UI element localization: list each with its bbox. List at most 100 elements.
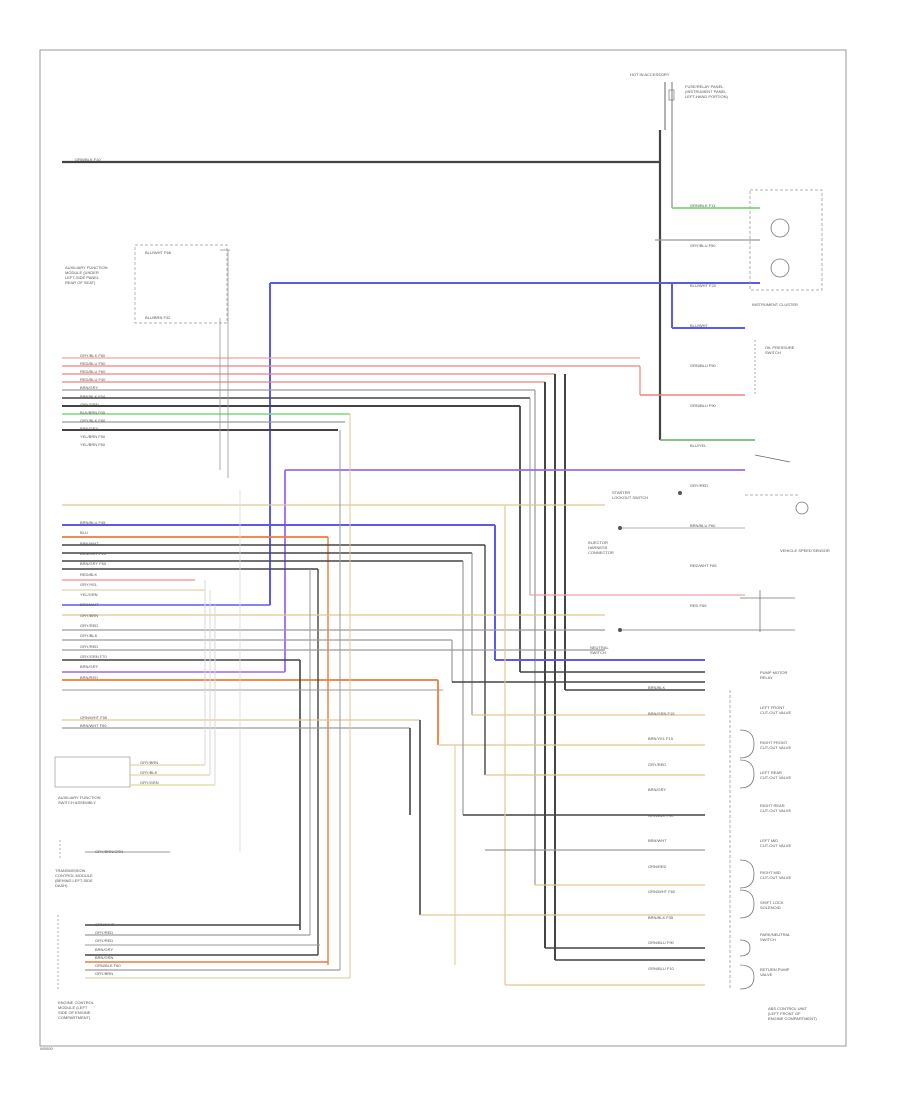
wire-label: BRN/GRY [95,946,114,952]
left-rear-valve-label: LEFT REAR CUT-OUT VALVE [760,770,792,780]
wire-label: GRN/WHT [95,922,115,927]
wire-label: BRN/GRY [80,385,99,391]
wire-label: BRN/GRN F15 [648,710,675,716]
wire-ecm-bundle [85,414,351,979]
aux-module-label: AUXILIARY FUNCTION MODULE (UNDER LEFT-SI… [65,265,108,285]
hot-fuse-feed [664,82,675,208]
tcm-wire-label: GRY/BRN/GRN [95,849,124,854]
wire-label: GRY/BLK F60 [80,353,106,358]
wire-label: GRN/BLU F90 [648,940,674,945]
wire-label: GRY/BRN [95,971,114,977]
wire-violet [62,469,745,673]
wire-blue-lower [62,524,705,661]
wire-label: GRN/BLU F90 [690,403,716,408]
wire-mid-bundle [62,544,705,955]
aux-module-box [134,244,230,478]
wire-label: GRY/BRN [140,760,159,765]
wire-label: BRN/YEL F15 [648,736,673,741]
left-mid-valve-label: LEFT MID CUT-OUT VALVE [760,838,792,848]
wire-label: GRY/GRN F70 [80,653,107,659]
wire-label: RED/BLU F50 [80,361,106,367]
footer-code: W0000 [40,1046,53,1051]
wire-label: GRY/BLK F60 [80,417,106,423]
injector-label: INJECTOR HARNESS CONNECTOR [588,540,614,555]
wire-gray-bundle [62,389,535,431]
wire-label: GRY/BRN [80,612,99,618]
wire-label: GRN/BLU F50 [690,363,716,368]
wire-label: GRY/YEL [80,581,98,587]
wire-label: GRY/RED [690,483,709,488]
ecm-label: ENGINE CONTROL MODULE (LEFT SIDE OF ENGI… [58,1000,95,1020]
wire-label: GRN/WHT F60 [648,889,676,894]
abs-module-label: ABS CONTROL UNIT (LEFT FRONT OF ENGINE C… [768,1006,817,1021]
wire-label: YEL/BRN F60 [80,442,106,448]
wire-label: BRN/RED [80,674,99,680]
wire-switch [54,580,216,788]
wire-label: GRY/GRN [140,780,159,785]
wire-label: RED/BLK [80,571,98,577]
wire-label-top-left: GRN/BLK F10 [75,157,101,162]
wire-label: BRN/GRY [80,425,99,431]
wire-ecm-verticals [454,505,705,986]
wire-label: BRN/WHT [648,838,667,843]
wire-label: BRN/BLU F60 [690,523,716,528]
wire-label: BLU/YEL [690,443,707,448]
wire-label: RED/BLU F60 [80,369,106,375]
aux-wire-label-b: BLU/BRN F32 [145,315,171,320]
wire-label: GRN/BLU F10 [648,965,674,971]
wire-label: BRN/GRY [80,664,99,670]
wire-label: GRY/RED [95,938,114,944]
wire-label: BRN/BLK F35 [648,914,674,920]
junction-box-label: FUSE/RELAY PANEL (INSTRUMENT PANEL LEFT-… [685,84,728,99]
diagram-border [39,49,847,1047]
wire-label: GRY/GRN [80,401,99,407]
shift-lock-label: SHIFT LOCK SOLENOID [760,900,784,910]
right-rear-valve-label: RIGHT REAR CUT-OUT VALVE [760,803,792,813]
wire-label: GRY/BLU F50 [690,243,716,248]
wire-label: BRN/BLK F54 [80,393,106,399]
wire-label: BLU [80,530,88,536]
speed-sensor-label: VEHICLE SPEED SENSOR [780,548,830,553]
instrument-cluster-box [749,189,823,291]
right-components [618,340,809,632]
wire-label: BLK/BRN F05 [80,409,106,415]
tcm-label: TRANSMISSION CONTROL MODULE (BEHIND LEFT… [55,868,93,888]
wire-orange [62,536,705,965]
wire-label: GRN/BLK F90 [648,812,674,818]
wire-label: BRN/WHT [80,540,99,546]
wire-label: BRN/GRN [95,954,114,960]
wire-black-top [62,130,755,441]
left-front-valve-label: LEFT FRONT CUT-OUT VALVE [760,705,792,715]
wire-label: BRN/WHT [80,602,99,608]
wire-label: GRN/BLK F11 [690,203,716,208]
wire-label: GRY/RED [95,930,114,936]
park-neutral-label: PARK/NEUTRAL SWITCH [760,932,791,942]
oil-pressure-label: OIL PRESSURE SWITCH [765,345,795,355]
wire-label: GRN/WHT F55 [80,715,108,720]
starter-lockout-label: STARTER LOCKOUT SWITCH [612,490,649,500]
wire-label: GRY/RED [648,761,667,767]
wire-label: BRN/GRY F25 [80,550,107,556]
wire-label: BRN/GRY [648,787,667,792]
wire-label: GRY/BLK [80,633,98,639]
wire-long-verticals [519,374,745,961]
wire-label: YEL/BRN F50 [80,434,106,439]
wire-lower-pair [62,719,705,916]
right-mid-valve-label: RIGHT MID CUT-OUT VALVE [760,870,792,880]
return-pump-label: RETURN PUMP VALVE [760,967,790,977]
wire-label: GRN/RED [648,863,667,869]
wire-label: BRN/BLK [648,685,666,690]
wire-label: GRN/BLK F60 [95,963,121,968]
wire-label: RED/WHT F65 [690,563,717,568]
wire-label: RED/BLU F40 [80,377,106,383]
wire-label: BLU/WHT F20 [690,283,716,288]
hot-label: HOT IN ACCESSORY [630,72,670,77]
wire-label: GRY/BLK [140,770,158,775]
wire-label: BRN/GRY F60 [80,561,107,567]
wire-label: RED F65 [690,603,707,608]
right-front-valve-label: RIGHT FRONT CUT-OUT VALVE [760,740,792,750]
wire-blue-upper [62,282,760,606]
wire-label: BRN/BLU F45 [80,520,106,525]
instrument-cluster-label: INSTRUMENT CLUSTER [752,302,798,307]
